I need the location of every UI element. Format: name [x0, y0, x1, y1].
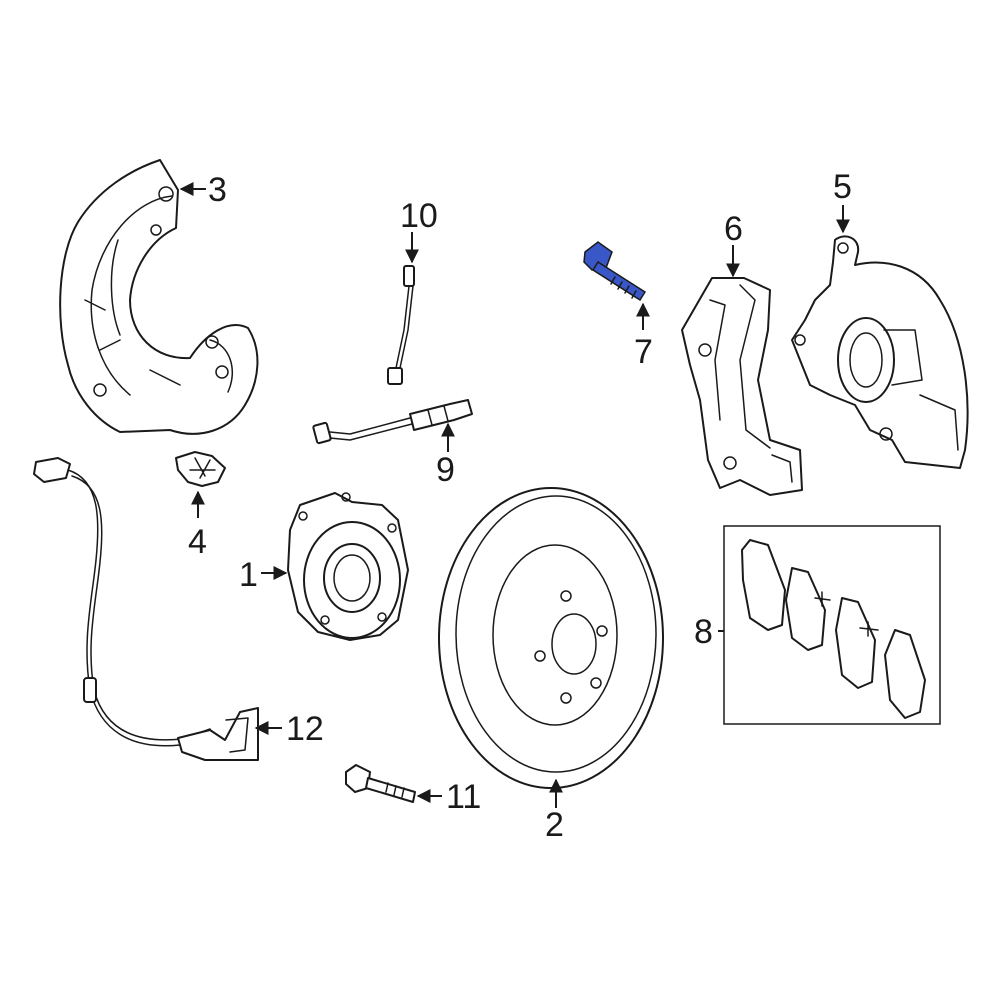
part-7-caliper-bolt[interactable]	[583, 241, 647, 302]
callout-1: 1	[239, 556, 258, 594]
callout-12: 12	[286, 710, 324, 748]
callout-10: 10	[400, 197, 438, 235]
callout-2: 2	[545, 806, 564, 844]
callout-7: 7	[634, 333, 653, 371]
callout-6: 6	[724, 210, 743, 248]
callout-9: 9	[436, 451, 455, 489]
part-3-dust-shield[interactable]	[59, 159, 259, 435]
part-12-abs-sensor[interactable]	[33, 457, 259, 761]
callout-5: 5	[833, 168, 852, 206]
callout-3: 3	[208, 171, 227, 209]
leader-lines	[179, 182, 850, 808]
part-11-rotor-bolt[interactable]	[345, 764, 416, 803]
part-5-steering-knuckle[interactable]	[791, 235, 969, 469]
part-8-brake-pads[interactable]	[723, 525, 941, 725]
part-9-wear-sensor[interactable]	[312, 399, 473, 445]
callout-11: 11	[446, 778, 481, 816]
part-6-caliper-bracket[interactable]	[681, 277, 803, 496]
part-10-wear-sensor[interactable]	[387, 265, 415, 385]
part-4-bolt[interactable]	[175, 451, 226, 487]
part-2-brake-rotor[interactable]	[438, 487, 664, 789]
callout-4: 4	[188, 523, 207, 561]
callout-8: 8	[694, 613, 713, 651]
callout-labels: 3 4 10 9 7 6 5 1 2 12 11 8	[188, 168, 852, 844]
part-1-hub-bearing[interactable]	[287, 492, 409, 641]
